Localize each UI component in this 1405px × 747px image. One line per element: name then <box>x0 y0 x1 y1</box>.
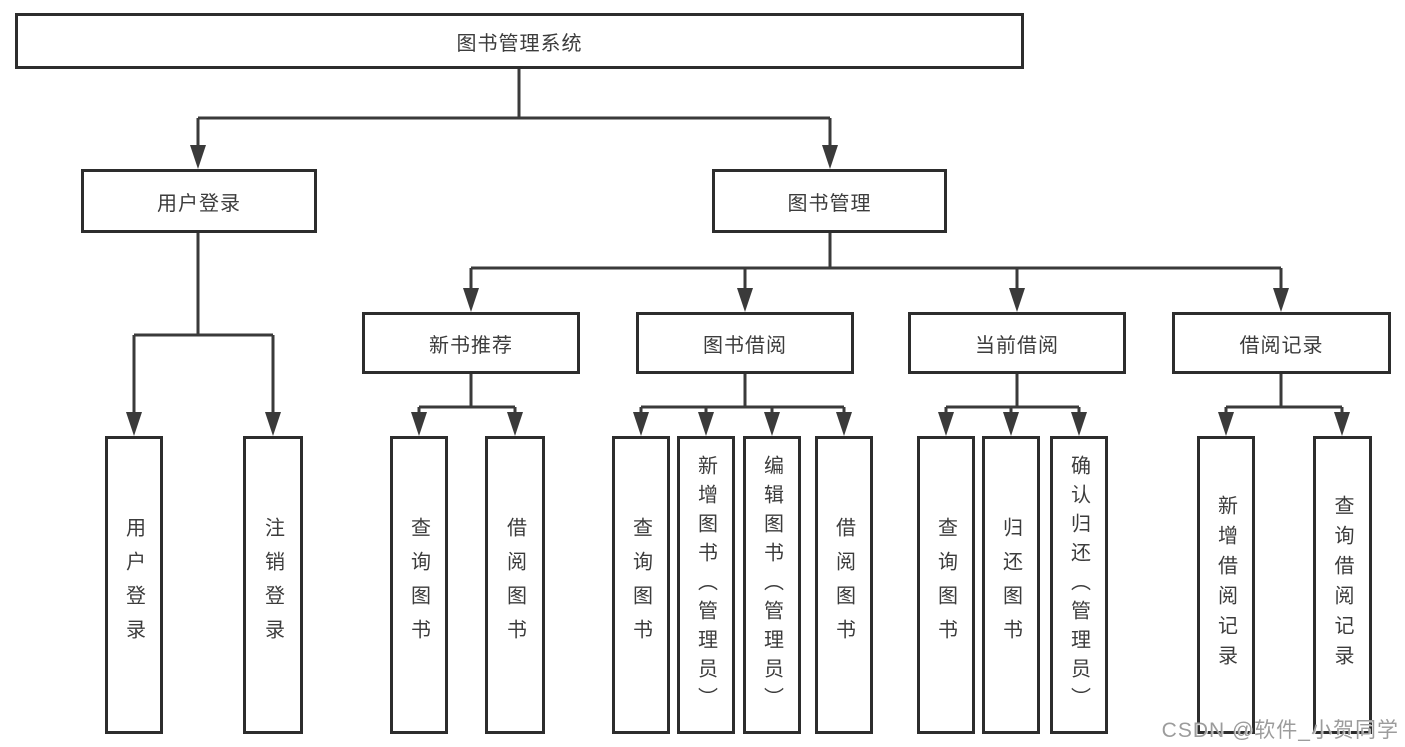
leaf-confirm-return-admin: 确认归还（管理员） <box>1050 436 1108 734</box>
leaf-borrow-query-books: 查询图书 <box>612 436 670 734</box>
arrow-icon <box>836 412 852 436</box>
leaf-rec-query-books: 查询图书 <box>390 436 448 734</box>
connector <box>944 374 1081 414</box>
tree-connectors <box>132 69 1344 414</box>
node-label: 确认归还（管理员） <box>1067 454 1090 716</box>
arrow-icon <box>1334 412 1350 436</box>
node-book-borrowing: 图书借阅 <box>636 312 854 374</box>
node-current-borrowing: 当前借阅 <box>908 312 1126 374</box>
node-label: 借阅图书 <box>503 517 526 653</box>
arrow-icon <box>938 412 954 436</box>
arrow-icon <box>737 288 753 312</box>
arrow-icon <box>1009 288 1025 312</box>
node-label: 注销登录 <box>261 517 284 653</box>
leaf-current-query-books: 查询图书 <box>917 436 975 734</box>
connector <box>132 233 275 414</box>
node-user-login: 用户登录 <box>81 169 317 233</box>
node-label: 新书推荐 <box>429 334 513 357</box>
connector <box>1224 374 1344 414</box>
connector <box>417 374 517 414</box>
node-label: 归还图书 <box>999 517 1022 653</box>
arrow-icon <box>822 145 838 169</box>
arrow-icon <box>633 412 649 436</box>
node-label: 查询图书 <box>407 517 430 653</box>
connector <box>469 233 1283 290</box>
node-borrowing-records: 借阅记录 <box>1172 312 1391 374</box>
node-label: 查询图书 <box>934 517 957 653</box>
node-label: 借阅图书 <box>832 517 855 653</box>
node-label: 图书管理系统 <box>456 32 583 55</box>
arrow-icon <box>190 145 206 169</box>
arrow-icon <box>265 412 281 436</box>
arrow-icon <box>1218 412 1234 436</box>
leaf-borrow-books: 借阅图书 <box>815 436 873 734</box>
leaf-add-books-admin: 新增图书（管理员） <box>677 436 735 734</box>
node-label: 图书借阅 <box>703 334 787 357</box>
node-label: 用户登录 <box>157 192 241 215</box>
arrowheads <box>126 145 1350 436</box>
node-label: 查询借阅记录 <box>1331 495 1353 675</box>
leaf-add-borrow-record: 新增借阅记录 <box>1197 436 1255 734</box>
watermark: CSDN @软件_小贺同学 <box>1161 719 1399 742</box>
node-label: 图书管理 <box>787 192 872 215</box>
arrow-icon <box>126 412 142 436</box>
leaf-return-books: 归还图书 <box>982 436 1040 734</box>
node-label: 新增图书（管理员） <box>694 454 717 716</box>
arrow-icon <box>764 412 780 436</box>
leaf-rec-borrow-books: 借阅图书 <box>485 436 545 734</box>
leaf-query-borrow-record: 查询借阅记录 <box>1313 436 1372 734</box>
node-book-management: 图书管理 <box>712 169 947 233</box>
leaf-logout-login: 注销登录 <box>243 436 303 734</box>
connector <box>639 374 846 414</box>
node-label: 借阅记录 <box>1239 334 1324 357</box>
arrow-icon <box>1273 288 1289 312</box>
leaf-edit-books-admin: 编辑图书（管理员） <box>743 436 801 734</box>
node-library-management-system: 图书管理系统 <box>15 13 1024 69</box>
leaf-user-login: 用户登录 <box>105 436 163 734</box>
arrow-icon <box>698 412 714 436</box>
arrow-icon <box>507 412 523 436</box>
arrow-icon <box>1071 412 1087 436</box>
connector <box>196 69 832 147</box>
node-label: 当前借阅 <box>975 334 1059 357</box>
arrow-icon <box>1003 412 1019 436</box>
arrow-icon <box>463 288 479 312</box>
arrow-icon <box>411 412 427 436</box>
node-label: 新增借阅记录 <box>1214 495 1237 675</box>
node-label: 查询图书 <box>629 517 652 653</box>
node-label: 用户登录 <box>122 517 145 653</box>
node-new-book-recommendation: 新书推荐 <box>362 312 580 374</box>
node-label: 编辑图书（管理员） <box>760 454 783 716</box>
